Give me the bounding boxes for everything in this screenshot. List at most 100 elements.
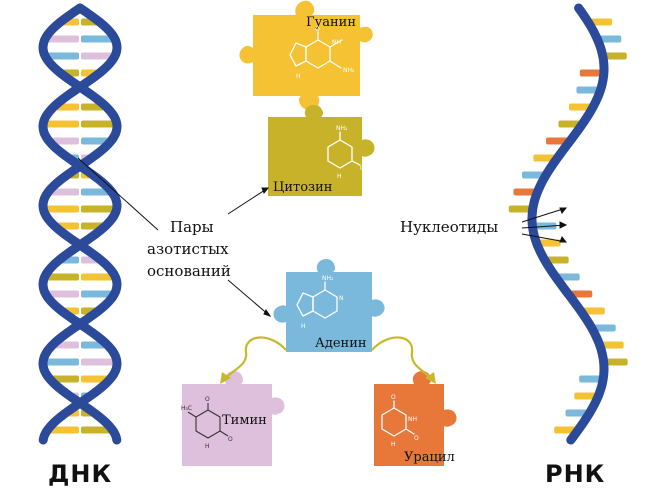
svg-text:O: O bbox=[360, 165, 365, 172]
dna-strand-b bbox=[38, 3, 122, 445]
thymine-piece: Тимин O H₃C O H bbox=[181, 370, 285, 466]
pointer-nucleotides-1 bbox=[521, 207, 567, 223]
rna-nucleotide bbox=[569, 103, 592, 111]
rna-nucleotide bbox=[574, 392, 597, 400]
svg-text:N: N bbox=[339, 295, 344, 302]
dna-base-left bbox=[45, 52, 79, 60]
rna-nucleotide bbox=[554, 426, 577, 434]
dna-base-right bbox=[81, 358, 117, 366]
guanine-molecule-icon: O NH₂ NH H bbox=[289, 26, 355, 80]
rna-strand bbox=[527, 3, 609, 445]
adenine-label: Аденин bbox=[315, 336, 367, 351]
dna-base-right bbox=[81, 205, 117, 213]
rna-nucleotide bbox=[582, 307, 605, 315]
arrow-to-thymine-head bbox=[220, 372, 231, 384]
dna-base-left bbox=[45, 290, 79, 298]
pointer-base-pairs-adenine bbox=[227, 279, 271, 317]
pointer-lines bbox=[77, 157, 568, 317]
rna-nucleotide bbox=[522, 171, 545, 179]
rna-nucleotide bbox=[533, 154, 556, 162]
thymine-label: Тимин bbox=[222, 413, 267, 428]
svg-text:NH₂: NH₂ bbox=[322, 275, 334, 282]
dna-base-left bbox=[43, 120, 79, 128]
dna-title: ДНК bbox=[48, 460, 112, 488]
dna-base-left bbox=[47, 426, 79, 434]
rna-nucleotide bbox=[558, 120, 581, 128]
rna-title: РНК bbox=[545, 460, 605, 488]
rna-nucleotide bbox=[570, 290, 593, 298]
svg-text:H: H bbox=[391, 441, 396, 448]
svg-text:H: H bbox=[296, 73, 301, 80]
guanine-label: Гуанин bbox=[306, 15, 356, 30]
rna-nucleotide bbox=[590, 18, 613, 26]
svg-text:NH₂: NH₂ bbox=[336, 125, 348, 132]
svg-text:H: H bbox=[337, 173, 342, 180]
rna-nucleotides bbox=[508, 18, 628, 434]
rna-backbone bbox=[527, 3, 609, 445]
rna-nucleotide bbox=[576, 86, 599, 94]
pointer-base-pairs-cytosine bbox=[227, 187, 269, 215]
pairing-arrows bbox=[220, 336, 436, 384]
adenine-piece: Аденин NH₂ N H bbox=[273, 258, 385, 352]
dna-base-left bbox=[43, 358, 79, 366]
arrow-to-thymine bbox=[225, 336, 287, 379]
svg-text:H₃C: H₃C bbox=[181, 405, 192, 412]
rna-nucleotide bbox=[546, 256, 569, 264]
svg-text:H: H bbox=[301, 323, 306, 330]
arrow-to-uracil bbox=[371, 336, 431, 379]
uracil-piece: Урацил O O H NH bbox=[374, 370, 457, 466]
adenine-molecule-icon: NH₂ N H bbox=[296, 275, 344, 330]
dna-base-left bbox=[43, 205, 79, 213]
svg-text:O: O bbox=[315, 26, 320, 33]
dna-base-right bbox=[81, 35, 115, 43]
dna-base-right bbox=[81, 52, 115, 60]
guanine-piece: Гуанин O NH₂ NH H bbox=[239, 0, 373, 110]
dna-base-right bbox=[81, 273, 116, 281]
dna-strand-a bbox=[38, 3, 122, 445]
dna-base-left bbox=[48, 188, 79, 196]
cytosine-piece: Цитозин NH₂ O H bbox=[268, 104, 375, 196]
rna-nucleotide bbox=[579, 375, 602, 383]
pointer-base-pairs-upper bbox=[77, 157, 159, 231]
rna-nucleotide bbox=[538, 239, 561, 247]
dna-base-right bbox=[81, 290, 115, 298]
dna-base-right bbox=[81, 120, 117, 128]
base-pairs-label-line1: Пары bbox=[170, 218, 214, 236]
svg-text:H: H bbox=[205, 443, 210, 450]
dna-base-left bbox=[44, 273, 79, 281]
pointer-nucleotides-3 bbox=[521, 233, 567, 243]
thymine-molecule-icon: O H₃C O H bbox=[181, 396, 233, 450]
svg-text:O: O bbox=[205, 396, 210, 403]
rna-nucleotide bbox=[557, 273, 580, 281]
uracil-label: Урацил bbox=[404, 450, 455, 465]
rna-nucleotide bbox=[513, 188, 536, 196]
svg-text:NH₂: NH₂ bbox=[343, 67, 355, 74]
pointer-nucleotides-2 bbox=[521, 224, 567, 229]
svg-text:NH: NH bbox=[332, 39, 341, 46]
rna-nucleotide bbox=[508, 205, 531, 213]
rna-nucleotide bbox=[593, 324, 616, 332]
svg-text:O: O bbox=[228, 436, 233, 443]
rna-nucleotide bbox=[604, 52, 627, 60]
cytosine-label: Цитозин bbox=[273, 180, 332, 195]
arrow-to-uracil-head bbox=[425, 372, 436, 384]
rna-nucleotide bbox=[601, 341, 624, 349]
svg-text:O: O bbox=[391, 394, 396, 401]
rna-nucleotide bbox=[546, 137, 569, 145]
rna-nucleotide bbox=[599, 35, 622, 43]
rna-nucleotide bbox=[579, 69, 602, 77]
rna-nucleotide bbox=[565, 409, 588, 417]
cytosine-molecule-icon: NH₂ O H bbox=[327, 125, 365, 180]
base-pairs-label-line3: оснований bbox=[147, 262, 231, 280]
dna-base-right bbox=[81, 188, 112, 196]
svg-text:NH: NH bbox=[408, 416, 417, 423]
base-pairs-label-line2: азотистых bbox=[147, 240, 229, 258]
nucleotides-label: Нуклеотиды bbox=[400, 218, 498, 236]
svg-text:O: O bbox=[414, 435, 419, 442]
dna-base-right bbox=[81, 426, 113, 434]
dna-helix bbox=[38, 3, 122, 445]
uracil-molecule-icon: O O H NH bbox=[381, 394, 419, 448]
dna-base-left bbox=[45, 35, 79, 43]
rna-nucleotide bbox=[605, 358, 628, 366]
